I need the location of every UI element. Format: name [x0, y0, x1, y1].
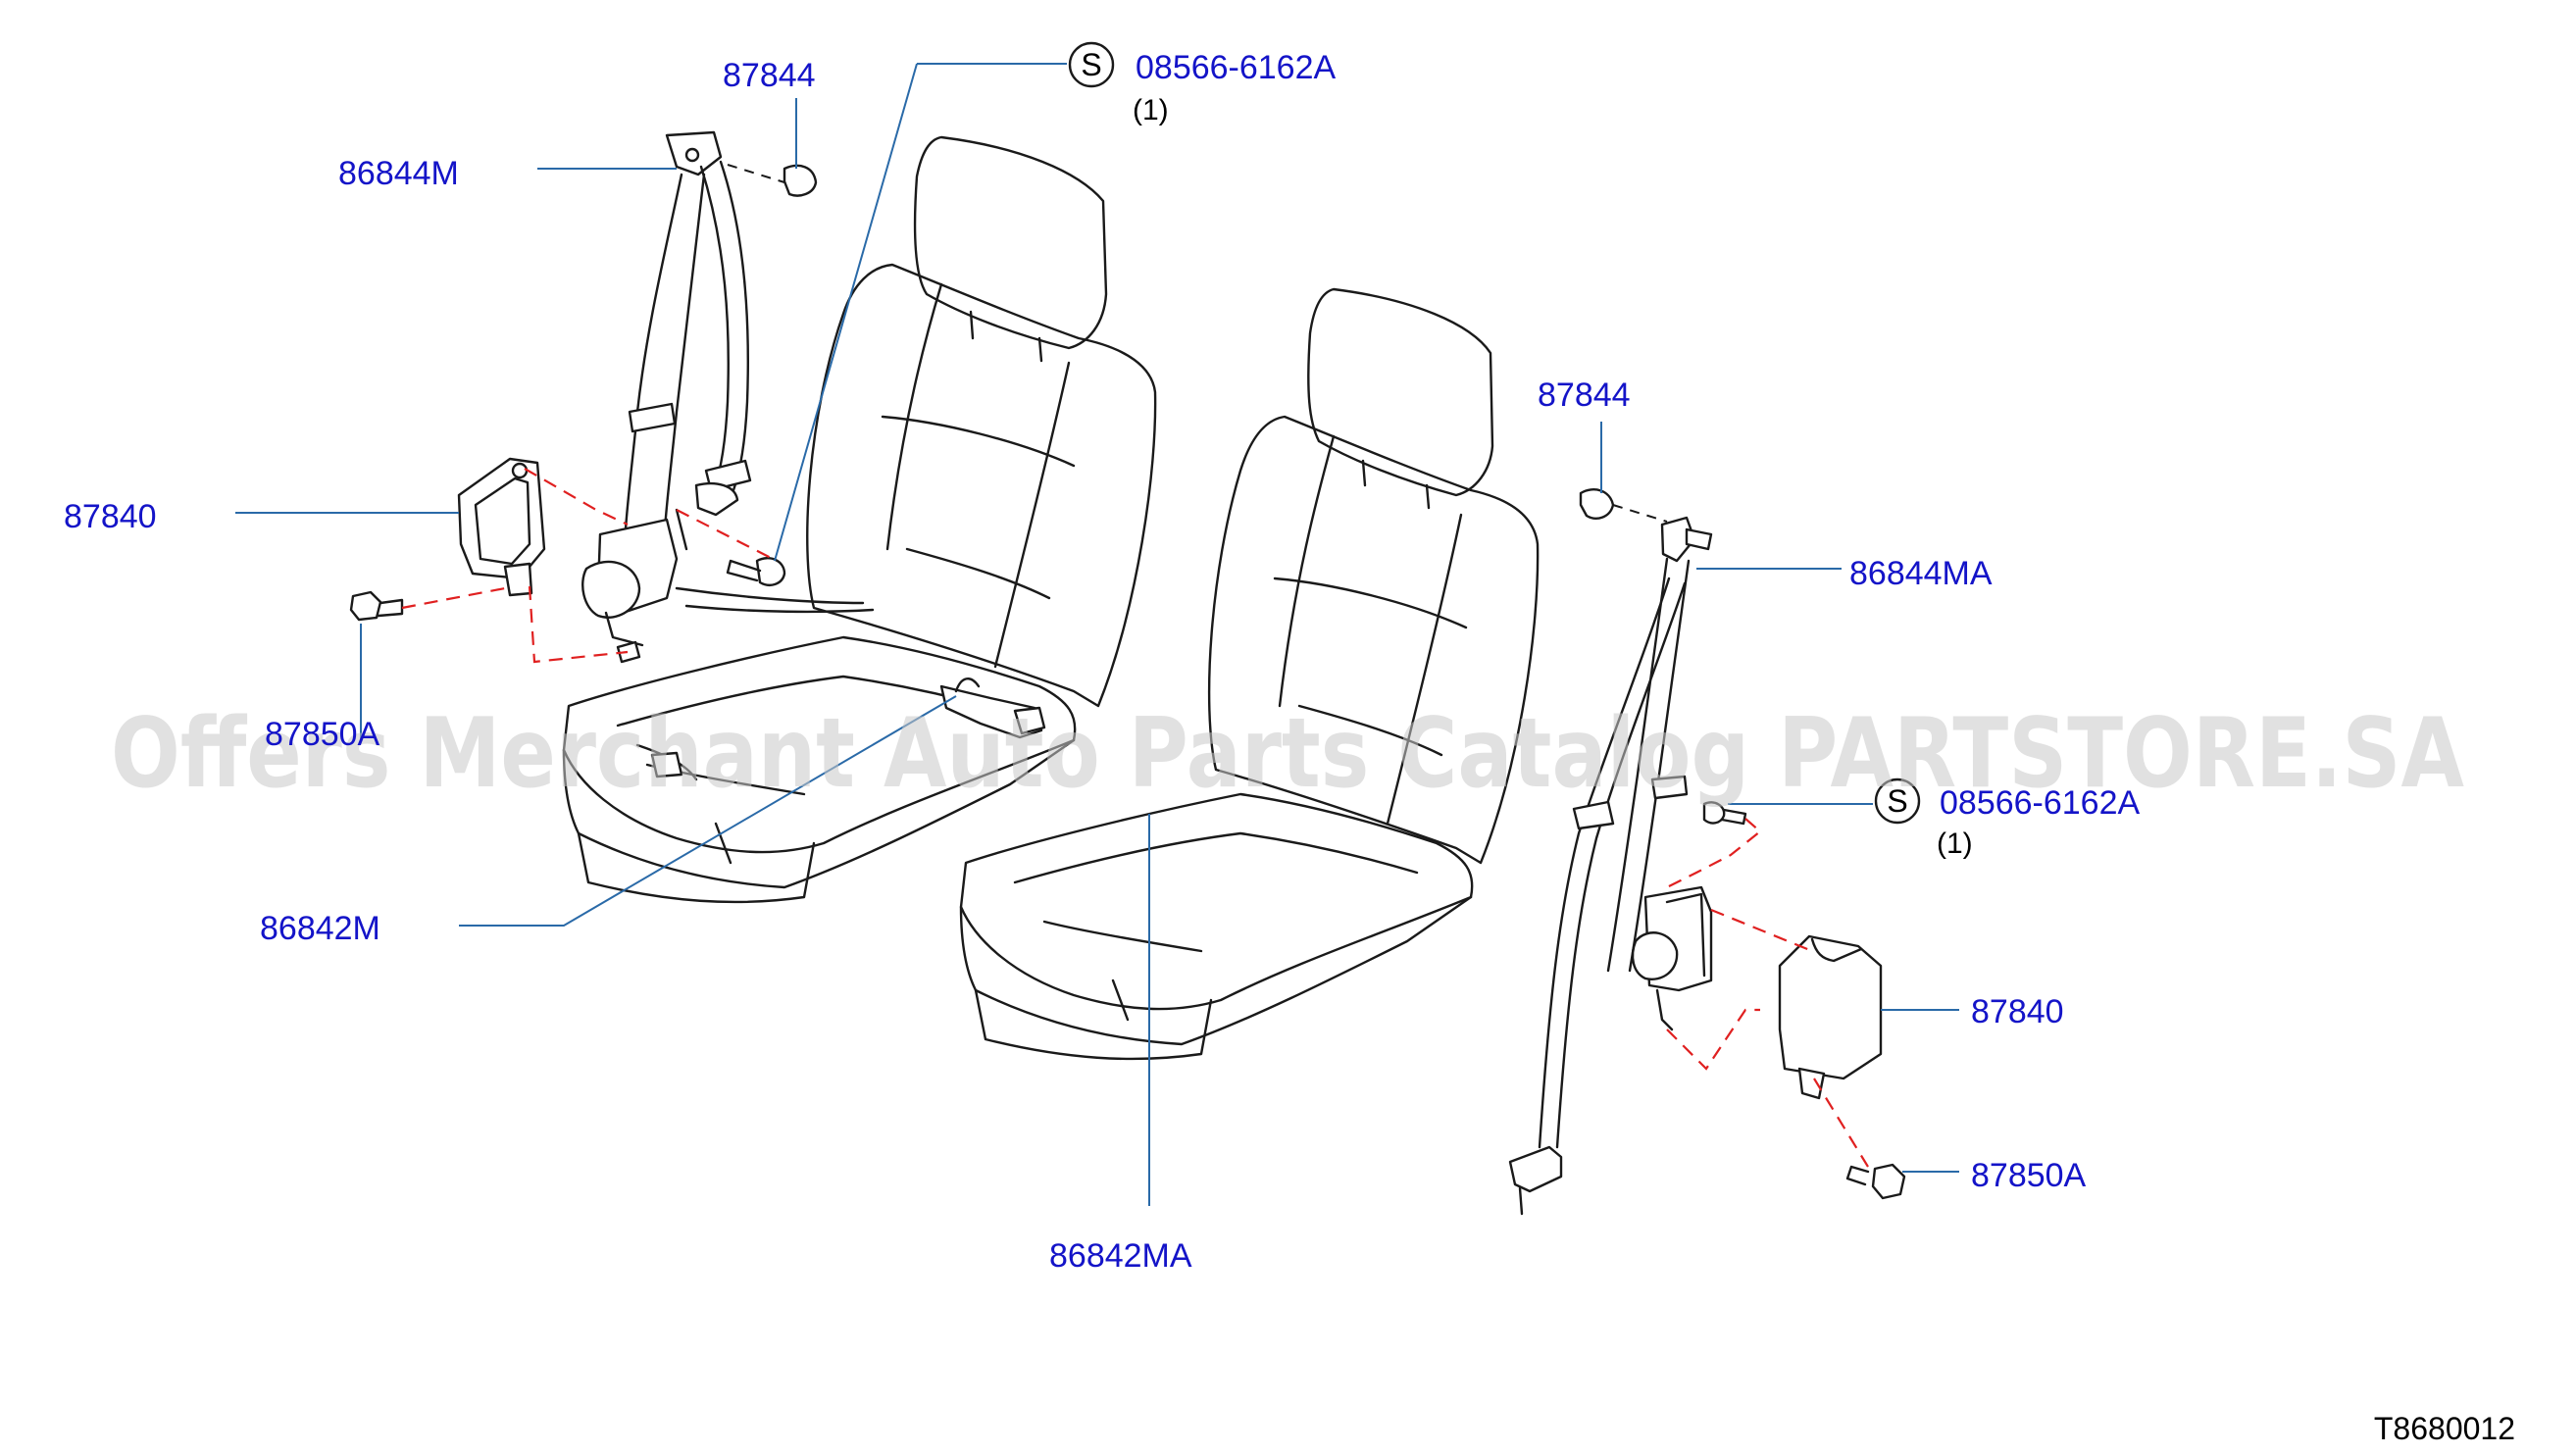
- label-left-screw[interactable]: 08566-6162A: [1136, 49, 1337, 86]
- label-right-guide-cover[interactable]: 87844: [1538, 376, 1631, 414]
- left-seat-belt-assembly: [349, 130, 1046, 781]
- figure-code: T8680012: [2374, 1411, 2515, 1446]
- callout-labels: 87844 86844M 87840 87850A 86842M 86842MA…: [64, 49, 2141, 1275]
- s-letter-left: S: [1081, 47, 1101, 82]
- label-left-upper-belt[interactable]: 86844M: [338, 155, 459, 192]
- label-left-retractor-cover[interactable]: 87840: [64, 498, 157, 535]
- s-symbol-left: S: [1068, 41, 1115, 88]
- label-center-buckle[interactable]: 86842MA: [1049, 1237, 1192, 1275]
- label-right-upper-belt[interactable]: 86844MA: [1849, 555, 1993, 592]
- label-right-screw[interactable]: 08566-6162A: [1940, 784, 2141, 822]
- label-left-buckle[interactable]: 86842M: [260, 910, 380, 947]
- label-left-bolt[interactable]: 87850A: [265, 716, 380, 753]
- left-seat: [562, 135, 1157, 904]
- label-right-bolt[interactable]: 87850A: [1971, 1157, 2087, 1194]
- label-right-screw-qty: (1): [1937, 828, 1973, 860]
- right-seat: [959, 287, 1540, 1061]
- s-symbol-right: S: [1874, 778, 1921, 825]
- watermark: Offers Merchant Auto Parts Catalog PARTS…: [111, 698, 2464, 810]
- label-right-retractor-cover[interactable]: 87840: [1971, 993, 2064, 1030]
- s-letter-right: S: [1887, 783, 1907, 819]
- right-seat-belt-assembly: [1508, 488, 1906, 1216]
- label-left-guide-cover[interactable]: 87844: [723, 57, 816, 94]
- label-left-screw-qty: (1): [1133, 94, 1169, 126]
- leader-lines: [235, 63, 1959, 1206]
